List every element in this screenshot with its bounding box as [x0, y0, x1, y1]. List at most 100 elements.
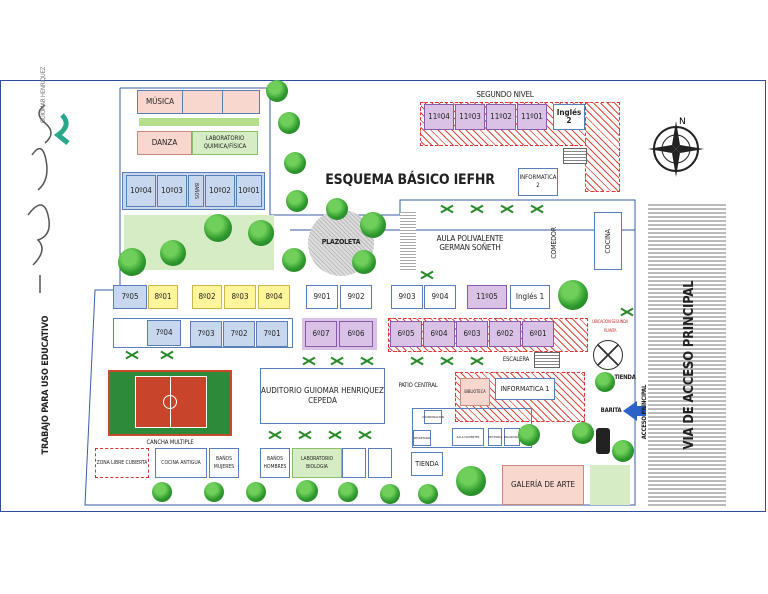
- room-ingles-1[interactable]: Inglés 1: [510, 285, 550, 309]
- room-banos-10[interactable]: BAÑOS: [188, 175, 204, 207]
- room-coordinacion[interactable]: COORDINACION: [422, 410, 444, 424]
- room-7-03[interactable]: 7º03: [190, 321, 222, 347]
- tree-icon: [360, 212, 386, 238]
- room-galeria[interactable]: GALERÍA DE ARTE: [502, 465, 584, 505]
- room-8-03[interactable]: 8º03: [224, 285, 256, 309]
- room-tienda[interactable]: TIENDA: [411, 452, 443, 476]
- room-6-07[interactable]: 6º07: [305, 321, 337, 347]
- room-rectoria[interactable]: RECTORIA: [488, 428, 502, 446]
- room-9-04[interactable]: 9º04: [424, 285, 456, 309]
- room-8-01[interactable]: 8º01: [148, 285, 178, 309]
- tree-icon: [282, 248, 306, 272]
- room-11-02[interactable]: 11º02: [486, 104, 516, 130]
- room-zona-libre[interactable]: ZONA LIBRE CUBIERTA: [95, 448, 149, 478]
- tree-icon: [296, 480, 318, 502]
- room-8-04[interactable]: 8º04: [258, 285, 290, 309]
- tree-icon: [338, 482, 358, 502]
- tree-icon: [352, 250, 376, 274]
- room-10-02[interactable]: 10º02: [205, 175, 235, 207]
- room-11-05[interactable]: 11º05: [467, 285, 507, 309]
- room-11-04[interactable]: 11º04: [424, 104, 454, 130]
- room-9-01[interactable]: 9º01: [306, 285, 338, 309]
- acceso-label: ACCESO PRINCIPAL: [640, 384, 648, 440]
- room-7-02[interactable]: 7º02: [223, 321, 255, 347]
- room-ingles-2[interactable]: Inglés 2: [553, 104, 585, 130]
- palm-icon: [500, 202, 514, 216]
- tree-icon: [572, 422, 594, 444]
- room-musica[interactable]: MÚSICA: [138, 91, 183, 113]
- escalera-label: ESCALERA: [502, 355, 530, 363]
- room-cocina[interactable]: COCINA: [594, 212, 622, 270]
- palm-icon: [470, 354, 484, 368]
- room-lab-quimica[interactable]: LABORATORIO QUIMICA/FÍSICA: [192, 131, 258, 155]
- room-cocina-antigua[interactable]: COCINA ANTIGUA: [155, 448, 207, 478]
- tree-icon: [380, 484, 400, 504]
- tank-icon: [596, 428, 610, 454]
- room-6-03[interactable]: 6º03: [456, 321, 488, 347]
- room-10-04[interactable]: 10º04: [126, 175, 156, 207]
- room-9-02[interactable]: 9º02: [340, 285, 372, 309]
- room-6-06[interactable]: 6º06: [339, 321, 373, 347]
- compass-n: N: [679, 117, 686, 127]
- palm-icon: [268, 428, 282, 442]
- tree-icon: [204, 214, 232, 242]
- compass-icon: N: [648, 117, 704, 177]
- logo-icon: [27, 104, 70, 293]
- tree-icon: [558, 280, 588, 310]
- room-sala-docentes[interactable]: SALA DOCENTES: [452, 428, 484, 446]
- room-6-02[interactable]: 6º02: [489, 321, 521, 347]
- room-6-01[interactable]: 6º01: [522, 321, 554, 347]
- palm-icon: [440, 354, 454, 368]
- palm-icon: [160, 348, 174, 362]
- room-auditorio[interactable]: AUDITORIO GUIOMAR HENRIQUEZ CEPEDA: [260, 368, 385, 424]
- logo: [10, 95, 80, 295]
- room-danza[interactable]: DANZA: [137, 131, 192, 155]
- room-10-03[interactable]: 10º03: [157, 175, 187, 207]
- room-bottom-1[interactable]: [342, 448, 366, 478]
- room-10-01[interactable]: 10º01: [236, 175, 262, 207]
- comedor-label: COMEDOR: [549, 227, 558, 259]
- tree-icon: [284, 152, 306, 174]
- palm-icon: [358, 428, 372, 442]
- palm-icon: [410, 354, 424, 368]
- room-informatica-1[interactable]: INFORMATICA 1: [495, 378, 555, 400]
- room-6-04[interactable]: 6º04: [423, 321, 455, 347]
- room-11-01[interactable]: 11º01: [517, 104, 547, 130]
- aula-polivalente: AULA POLIVALENTE GERMAN SOÑETH: [436, 234, 504, 252]
- room-bottom-2[interactable]: [368, 448, 392, 478]
- plazoleta-label: PLAZOLETA: [321, 237, 361, 246]
- cancha-center-circle: [163, 395, 177, 409]
- room-11-03[interactable]: 11º03: [455, 104, 485, 130]
- room-6-05[interactable]: 6º05: [390, 321, 422, 347]
- tree-icon: [286, 190, 308, 212]
- room-9-03[interactable]: 9º03: [391, 285, 423, 309]
- room-informatica-2[interactable]: INFORMATICA 2: [518, 168, 558, 196]
- green-lawn-1: [124, 215, 274, 270]
- acceso-arrow-shaft: [636, 406, 646, 416]
- room-7-04[interactable]: 7º04: [147, 320, 181, 346]
- row-lower-strip: [113, 318, 293, 348]
- tree-icon: [160, 240, 186, 266]
- room-secretaria[interactable]: SECRETARIA: [413, 430, 431, 446]
- room-biblioteca[interactable]: BIBLIOTECA: [460, 378, 490, 406]
- room-lab-biologia[interactable]: LABORATORIO BIOLOGIA: [292, 448, 342, 478]
- room-musica-3[interactable]: [223, 91, 259, 113]
- stairs-2-icon: [563, 148, 587, 164]
- segundo-nivel-label: SEGUNDO NIVEL: [476, 89, 534, 99]
- tree-icon: [248, 220, 274, 246]
- cocina-label: COCINA: [604, 228, 612, 254]
- room-8-02[interactable]: 8º02: [192, 285, 222, 309]
- tree-icon: [118, 248, 146, 276]
- room-musica-2[interactable]: [183, 91, 223, 113]
- room-pagaduria[interactable]: PAGADURIA: [504, 428, 520, 446]
- musica-block: MÚSICA: [137, 90, 260, 114]
- tree-icon: [456, 466, 486, 496]
- room-7-01[interactable]: 7º01: [256, 321, 288, 347]
- room-banos-mujeres[interactable]: BAÑOS MUJERES: [209, 448, 239, 478]
- room-7-05[interactable]: 7º05: [113, 285, 147, 309]
- aula-hatch: [400, 212, 416, 272]
- green-strip-1: [139, 118, 259, 126]
- room-banos-hombres[interactable]: BAÑOS HOMBRES: [260, 448, 290, 478]
- via-acceso-label: VIA DE ACCESO PRINCIPAL: [681, 280, 697, 450]
- palm-icon: [420, 268, 434, 282]
